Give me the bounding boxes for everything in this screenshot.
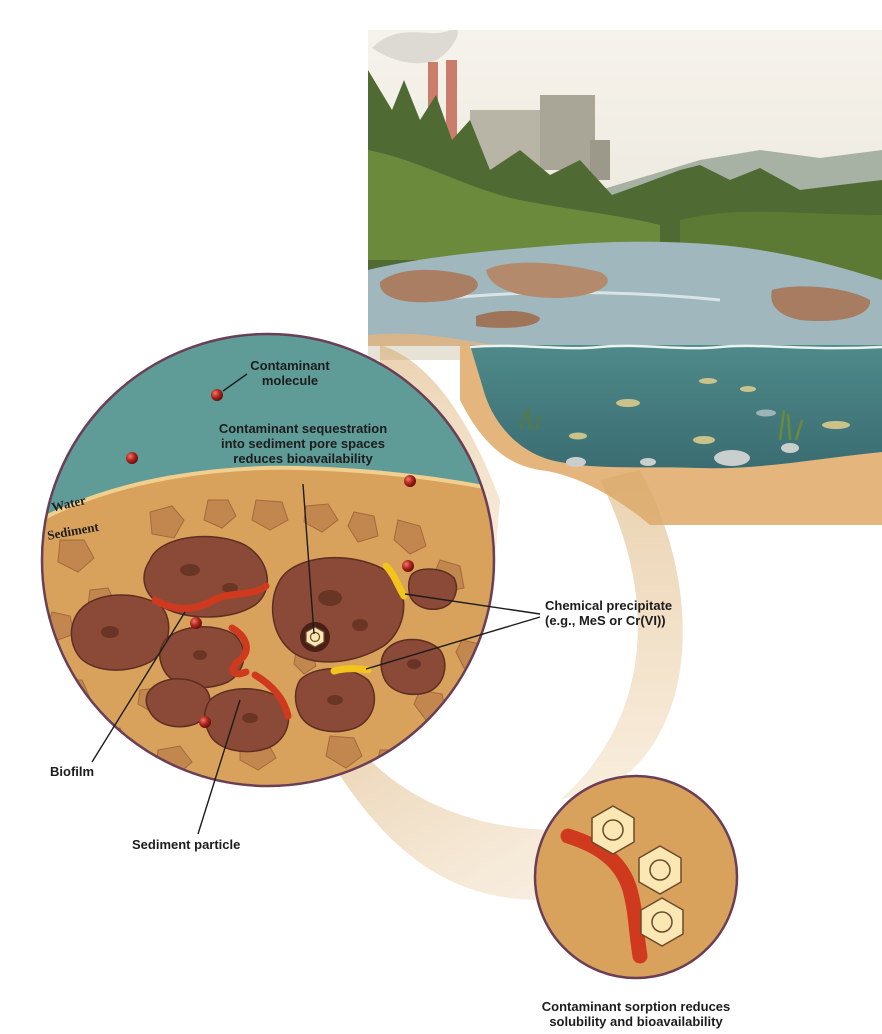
contaminant-molecule [211, 389, 223, 401]
sediment-particle [273, 558, 404, 662]
underwater-section [470, 345, 882, 468]
sediment-particle [71, 595, 168, 670]
label-line: Contaminant sequestration [210, 421, 396, 436]
label-chemical-precipitate: Chemical precipitate (e.g., MeS or Cr(VI… [545, 598, 745, 628]
contaminant-molecule [190, 617, 202, 629]
contaminant-molecule [126, 452, 138, 464]
contaminant-molecule [404, 475, 416, 487]
contaminant-molecule [402, 560, 414, 572]
fish [616, 399, 640, 407]
label-line: Contaminant sorption reduces [520, 999, 752, 1014]
label-sorption: Contaminant sorption reduces solubility … [520, 999, 752, 1029]
fish [740, 386, 756, 392]
sorption-detail-circle [530, 770, 740, 980]
sequestered-contaminant-hexagon [306, 627, 324, 647]
label-biofilm: Biofilm [50, 764, 94, 779]
precipitate [334, 669, 368, 671]
fish [693, 436, 715, 444]
fish [699, 378, 717, 384]
fish [569, 433, 587, 440]
sediment-particle [409, 569, 457, 609]
label-line: reduces bioavailability [210, 451, 396, 466]
zoom-beam-bottom [330, 760, 560, 900]
label-line: Chemical precipitate [545, 598, 745, 613]
fish [756, 410, 776, 417]
label-line: into sediment pore spaces [210, 436, 396, 451]
fish [822, 421, 850, 429]
label-line: Contaminant [225, 358, 355, 373]
contaminant-molecule [199, 716, 211, 728]
label-contaminant-molecule: Contaminant molecule [225, 358, 355, 388]
label-line: solubility and bioavailability [520, 1014, 752, 1029]
label-sediment-particle: Sediment particle [132, 837, 240, 852]
label-line: molecule [225, 373, 355, 388]
label-line: (e.g., MeS or Cr(VI)) [545, 613, 745, 628]
label-sequestration: Contaminant sequestration into sediment … [210, 421, 396, 466]
